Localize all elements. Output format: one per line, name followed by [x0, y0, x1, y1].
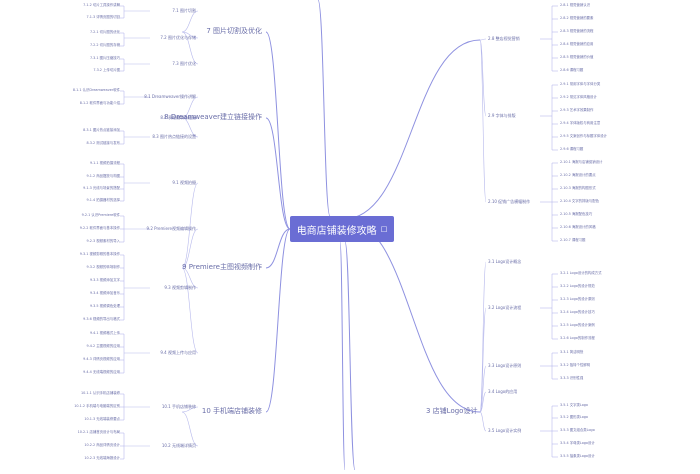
leaf-right[interactable]: 2.10.7 课程习题: [560, 238, 586, 242]
branch-left-1[interactable]: 7 图片切割及优化: [206, 27, 262, 35]
leaf-right[interactable]: 2.9.4 字体版权与商用注意: [560, 121, 601, 125]
subtopic-left[interactable]: 10.2 无线端详情页: [161, 443, 196, 448]
branch-left-2[interactable]: 8 Dreamweaver建立链接操作: [164, 113, 262, 121]
leaf-right[interactable]: 2.8.1 视觉营销认识: [560, 3, 591, 7]
leaf-left[interactable]: 9.1.2 商品摆放与构图: [86, 174, 120, 178]
subtopic-left[interactable]: 9.3 视频剪辑制作: [164, 285, 196, 290]
leaf-left[interactable]: 8.1.2 软件界面与功能介绍: [79, 101, 120, 105]
leaf-left[interactable]: 10.1.2 手机端与电脑端的区别: [74, 404, 120, 408]
leaf-left[interactable]: 10.2.2 商品详情页设计: [84, 443, 120, 447]
subtopic-left[interactable]: 8.3 图片热点链接的设置: [152, 134, 196, 139]
subtopic-left[interactable]: 9.2 Premiere视频编辑操作: [146, 226, 196, 231]
leaf-right[interactable]: 3.2.4 Logo的设计技巧: [560, 310, 595, 314]
leaf-left[interactable]: 9.3.3 视频添加文字: [89, 278, 120, 282]
subtopic-left[interactable]: 9.1 视频拍摄: [172, 180, 196, 185]
leaf-left[interactable]: 10.2.3 无线端海报设计: [84, 456, 120, 460]
leaf-right[interactable]: 2.10.6 海报设计的风格: [560, 225, 596, 229]
leaf-right[interactable]: 3.2.3 Logo的设计原则: [560, 297, 595, 301]
subtopic-left[interactable]: 8.2 表格编辑与链接: [160, 115, 196, 120]
leaf-right[interactable]: 3.5.3 图文组合类Logo: [560, 428, 595, 432]
leaf-right[interactable]: 3.2.2 Logo的设计规范: [560, 284, 595, 288]
leaf-left[interactable]: 9.2.1 认识Premiere软件: [81, 213, 120, 217]
leaf-left[interactable]: 7.3.2 上传切片图: [93, 68, 120, 72]
leaf-left[interactable]: 9.2.2 软件界面与基本操作: [79, 226, 120, 230]
leaf-left[interactable]: 9.3.6 视频的导出与格式: [83, 317, 120, 321]
subtopic-left[interactable]: 7.1 图片切割: [172, 8, 196, 13]
leaf-right[interactable]: 3.5.5 抽象类Logo设计: [560, 454, 595, 458]
root-node[interactable]: 电商店铺装修攻略 □: [290, 216, 394, 242]
leaf-right[interactable]: 3.5.1 文字类Logo: [560, 403, 589, 407]
leaf-right[interactable]: 2.8.6 课程习题: [560, 68, 584, 72]
leaf-left[interactable]: 7.3.1 图片压缩技巧: [89, 56, 120, 60]
subtopic-right[interactable]: 2.10 促销广告横幅制作: [488, 199, 531, 204]
leaf-left[interactable]: 9.3.1 视频剪辑的基本操作: [79, 252, 120, 256]
leaf-right[interactable]: 3.3.1 简洁明快: [560, 350, 584, 354]
leaf-left[interactable]: 7.2.1 切片图的优化: [89, 30, 120, 34]
leaf-left[interactable]: 7.1.3 详情页图的切割: [86, 15, 120, 19]
subtopic-left[interactable]: 7.2 图片优化与存储: [160, 35, 196, 40]
leaf-left[interactable]: 9.3.4 视频添加音乐: [89, 291, 120, 295]
leaf-right[interactable]: 3.5.4 字母类Logo设计: [560, 441, 595, 445]
leaf-left[interactable]: 8.1.1 认识Dreamweaver软件: [72, 88, 120, 92]
subtopic-right[interactable]: 3.4 Logo的应用: [488, 389, 518, 394]
leaf-right[interactable]: 3.2.5 Logo的设计案例: [560, 323, 595, 327]
leaf-right[interactable]: 2.8.5 视觉营销的价值: [560, 55, 594, 59]
leaf-left[interactable]: 8.3.2 测试链接与发布: [86, 141, 120, 145]
subtopic-left[interactable]: 9.4 视频上传与应用: [160, 350, 196, 355]
leaf-left[interactable]: 9.2.3 视频素材的导入: [86, 239, 120, 243]
leaf-right[interactable]: 3.2.1 Logo设计的构成方式: [560, 271, 602, 275]
leaf-left[interactable]: 9.1.4 拍摄器材的选择: [86, 198, 120, 202]
leaf-right[interactable]: 2.8.3 视觉营销的流程: [560, 29, 594, 33]
leaf-left[interactable]: 9.3.2 视频的转场制作: [86, 265, 120, 269]
leaf-left[interactable]: 9.1.1 视频拍摄流程: [89, 161, 120, 165]
leaf-left[interactable]: 9.4.1 视频格式上传: [89, 331, 120, 335]
leaf-right[interactable]: 2.9.3 艺术字效果制作: [560, 108, 594, 112]
leaf-left[interactable]: 9.3.5 视频调色处理: [89, 304, 120, 308]
leaf-right[interactable]: 2.9.2 常见字体风格设计: [560, 95, 597, 99]
leaf-right[interactable]: 2.10.1 海报与店铺促销设计: [560, 160, 603, 164]
leaf-left[interactable]: 9.1.3 光线与场景的搭配: [83, 186, 120, 190]
leaf-right[interactable]: 2.8.2 视觉营销的要素: [560, 16, 594, 20]
leaf-right[interactable]: 2.9.5 文案创作与标题字体设计: [560, 134, 608, 138]
leaf-left[interactable]: 9.4.3 详情页视频的应用: [83, 357, 120, 361]
subtopic-right[interactable]: 2.8 整店视觉营销: [488, 36, 520, 41]
leaf-right[interactable]: 3.3.3 识别性强: [560, 376, 584, 380]
subtopic-right[interactable]: 2.9 字体与排版: [488, 113, 516, 118]
subtopic-right[interactable]: 3.5 Logo设计实例: [488, 428, 522, 433]
branch-left-4[interactable]: 10 手机端店铺装修: [201, 407, 262, 415]
subtopic-right[interactable]: 3.1 Logo设计概念: [488, 259, 522, 264]
leaf-right[interactable]: 3.3.2 独特个性鲜明: [560, 363, 591, 367]
leaf-right[interactable]: 2.9.1 常用字体与字体分类: [560, 82, 601, 86]
note-icon: □: [380, 225, 388, 233]
leaf-left[interactable]: 9.4.2 主图视频的应用: [86, 344, 120, 348]
subtopic-left[interactable]: 10.1 手机店铺装修: [161, 404, 196, 409]
leaf-right[interactable]: 2.10.4 文字的排版与配色: [560, 199, 599, 203]
subtopic-left[interactable]: 8.1 Dreamweaver操作讲解: [144, 94, 196, 99]
root-title: 电商店铺装修攻略: [296, 225, 377, 237]
leaf-right[interactable]: 2.8.4 视觉营销的应用: [560, 42, 594, 46]
leaf-left[interactable]: 8.3.1 图片热点链接添加: [83, 128, 120, 132]
subtopic-right[interactable]: 3.3 Logo设计原则: [488, 363, 522, 368]
branch-left-3[interactable]: 9 Premiere主图视频制作: [182, 263, 262, 271]
leaf-left[interactable]: 10.2.1 店铺首页设计与布局: [77, 430, 120, 434]
leaf-right[interactable]: 2.10.3 海报的构图形式: [560, 186, 596, 190]
leaf-left[interactable]: 10.1.1 认识手机店铺装修: [81, 391, 120, 395]
branch-right-2[interactable]: 3 店铺Logo设计: [426, 407, 478, 415]
leaf-left[interactable]: 7.2.2 切片图的存储: [89, 43, 120, 47]
leaf-right[interactable]: 3.2.6 Logo的制作流程: [560, 336, 595, 340]
leaf-right[interactable]: 2.10.5 海报配色技巧: [560, 212, 593, 216]
leaf-right[interactable]: 2.9.6 课程习题: [560, 147, 584, 151]
subtopic-left[interactable]: 7.3 图片优化: [172, 61, 196, 66]
subtopic-right[interactable]: 3.2 Logo设计流程: [488, 305, 522, 310]
leaf-right[interactable]: 3.5.2 图形类Logo: [560, 415, 589, 419]
leaf-left[interactable]: 10.1.3 无线端装修要点: [84, 417, 120, 421]
leaf-left[interactable]: 7.1.2 切片工具操作讲解: [83, 3, 120, 7]
leaf-right[interactable]: 2.10.2 海报设计的要点: [560, 173, 596, 177]
leaf-left[interactable]: 9.4.4 无线端视频的应用: [83, 370, 120, 374]
